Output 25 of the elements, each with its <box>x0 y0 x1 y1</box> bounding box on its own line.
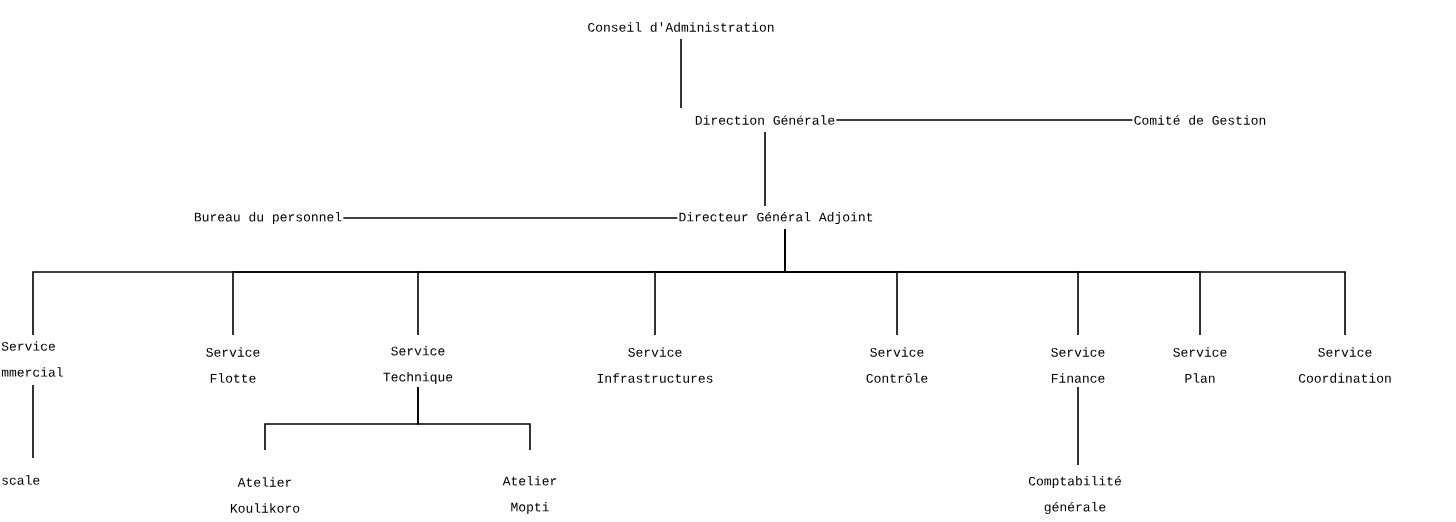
org-unit-label: Service Flotte <box>206 347 260 383</box>
org-unit-label: Service Finance <box>1051 347 1105 383</box>
org-unit-label: Atelier Koulikoro <box>230 477 300 513</box>
connector-line <box>680 38 682 109</box>
org-unit-label: Comptabilité générale <box>1028 475 1121 515</box>
org-unit-label: Service Coordination <box>1298 347 1391 383</box>
org-unit-label: Service mmercial <box>1 341 63 377</box>
connector-line <box>417 386 531 451</box>
org-unit-label: Atelier Mopti <box>502 475 557 515</box>
connector-line <box>784 228 1346 336</box>
connector-line <box>1077 386 1079 466</box>
org-unit-label: Comité de Gestion <box>1134 115 1266 125</box>
org-unit-label: Conseil d'Administration <box>588 22 774 32</box>
org-unit-label: Service Infrastructures <box>597 347 713 383</box>
connector-line <box>342 217 679 219</box>
org-unit-label: Service Contrôle <box>866 347 928 383</box>
org-unit-label: Direction Générale <box>695 115 835 125</box>
org-unit-label: Service Technique <box>383 345 453 385</box>
connector-line <box>764 131 766 207</box>
org-unit-label: Directeur Général Adjoint <box>679 211 873 225</box>
connector-line <box>32 384 34 459</box>
connector-line <box>835 119 1134 121</box>
org-unit-label: scale <box>2 475 40 485</box>
org-unit-label: Bureau du personnel <box>194 211 342 225</box>
org-unit-label: Service Plan <box>1173 347 1227 383</box>
